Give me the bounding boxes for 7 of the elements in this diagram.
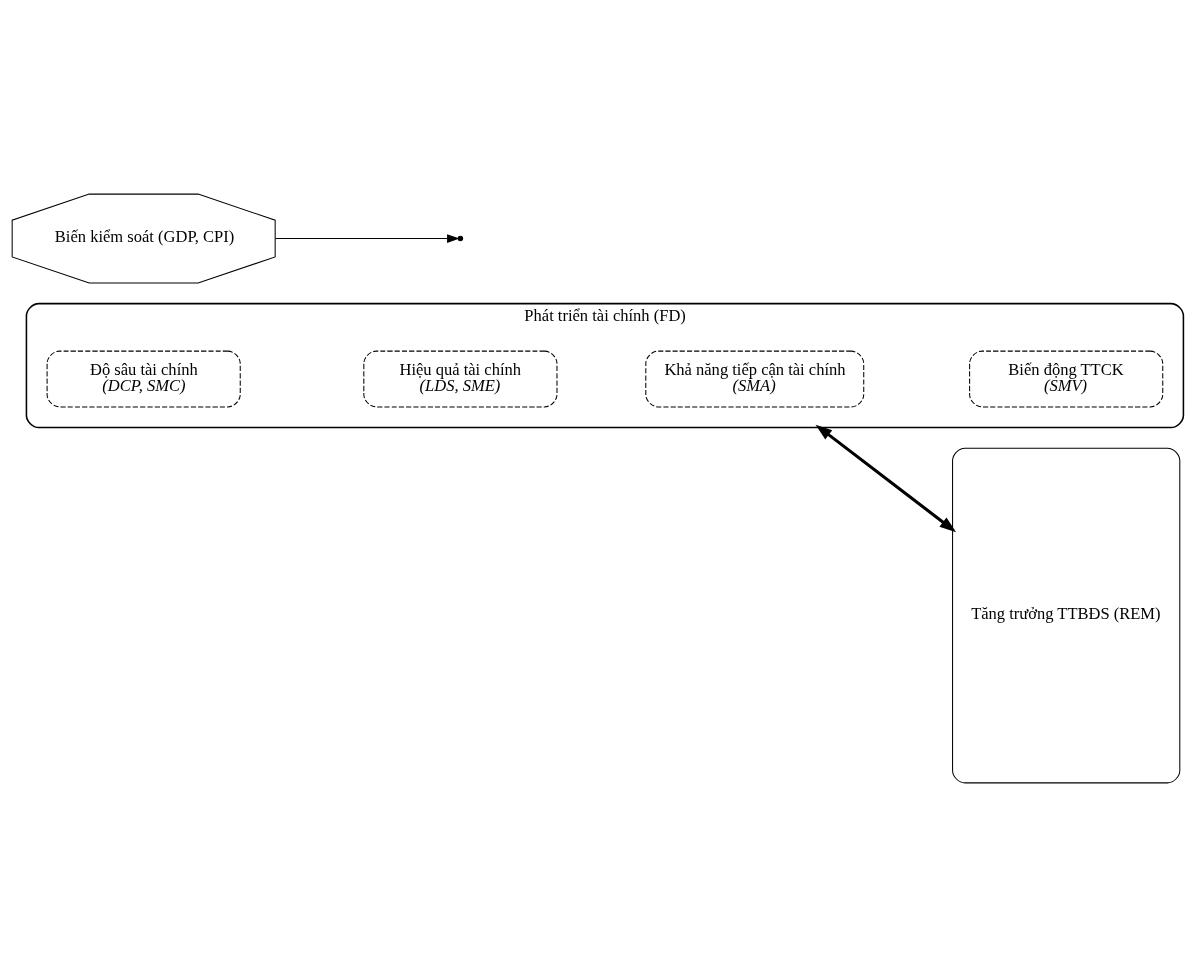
node-box: Hiệu quả tài chính (LDS, SME)	[363, 350, 558, 407]
arrow	[274, 233, 460, 243]
node-box: Khả năng tiếp cận tài chính (SMA)	[645, 350, 865, 407]
node-box: Độ sâu tài chính (DCP, SMC)	[46, 350, 241, 407]
arrow	[815, 424, 957, 532]
node-box: Tăng trưởng TTBĐS (REM)	[952, 447, 1181, 783]
node-box: Biến động TTCK (SMV)	[969, 350, 1164, 407]
